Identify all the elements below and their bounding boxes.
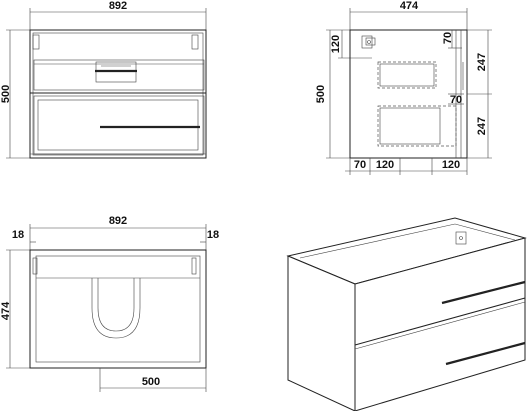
- side-foot-b-label: 120: [442, 159, 460, 171]
- side-top-gap-label: 70: [442, 32, 454, 44]
- side-foot-gap-label: 70: [354, 159, 366, 171]
- top-right-wall-label: 18: [207, 229, 219, 241]
- top-view: 892 18 18 474 500: [0, 215, 219, 392]
- side-upper-drawer-label: 247: [476, 53, 488, 71]
- side-foot-a-label: 120: [376, 159, 394, 171]
- side-view: 474 500 120 70 70: [315, 0, 492, 175]
- side-mid-gap-label: 70: [450, 94, 462, 106]
- side-lower-drawer-label: 247: [476, 117, 488, 135]
- top-width-label: 892: [109, 215, 127, 227]
- front-width-label: 892: [109, 0, 127, 12]
- top-depth-label: 474: [0, 301, 12, 320]
- front-view: 892 500: [0, 0, 207, 159]
- side-top-offset-label: 120: [330, 35, 342, 53]
- top-left-wall-label: 18: [12, 229, 24, 241]
- side-height-label: 500: [315, 85, 327, 103]
- side-depth-label: 474: [400, 0, 419, 12]
- isometric-view: [286, 217, 527, 411]
- front-height-label: 500: [0, 85, 12, 103]
- top-cutout-label: 500: [142, 376, 160, 388]
